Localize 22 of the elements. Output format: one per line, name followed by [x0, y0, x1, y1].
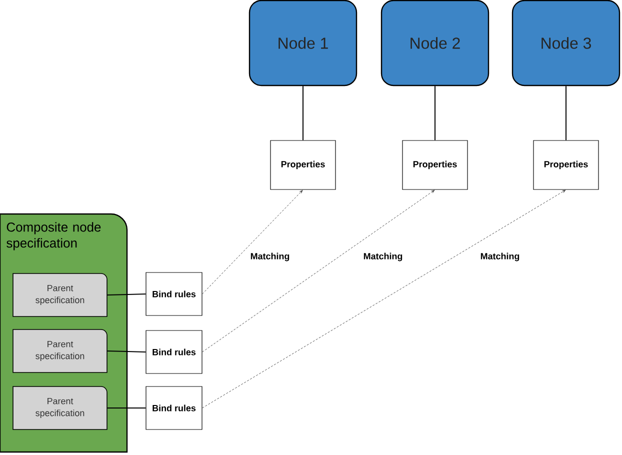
dashed-arrow — [202, 190, 566, 408]
connector-line — [302, 86, 304, 141]
properties-box: Properties — [402, 140, 468, 190]
rules-box: Bind rules — [146, 330, 202, 374]
connector-line — [106, 350, 146, 352]
node-box: Node 1 — [248, 0, 358, 86]
edge-label: Matching — [249, 252, 291, 262]
edge-label: Matching — [362, 252, 404, 262]
dashed-arrow — [202, 190, 303, 294]
properties-box: Properties — [270, 140, 336, 190]
connector-line — [434, 86, 436, 141]
specification-box: Parent specification — [12, 273, 108, 317]
connector-line — [106, 294, 146, 296]
specification-box: Parent specification — [12, 329, 108, 373]
specification-box: Parent specification — [12, 386, 108, 430]
edge-label: Matching — [479, 252, 521, 262]
properties-box: Properties — [533, 140, 599, 190]
node-box: Node 2 — [380, 0, 490, 86]
rules-box: Bind rules — [146, 272, 202, 316]
dashed-arrow — [202, 190, 435, 352]
rules-box: Bind rules — [146, 386, 202, 430]
node-box: Node 3 — [512, 0, 620, 86]
